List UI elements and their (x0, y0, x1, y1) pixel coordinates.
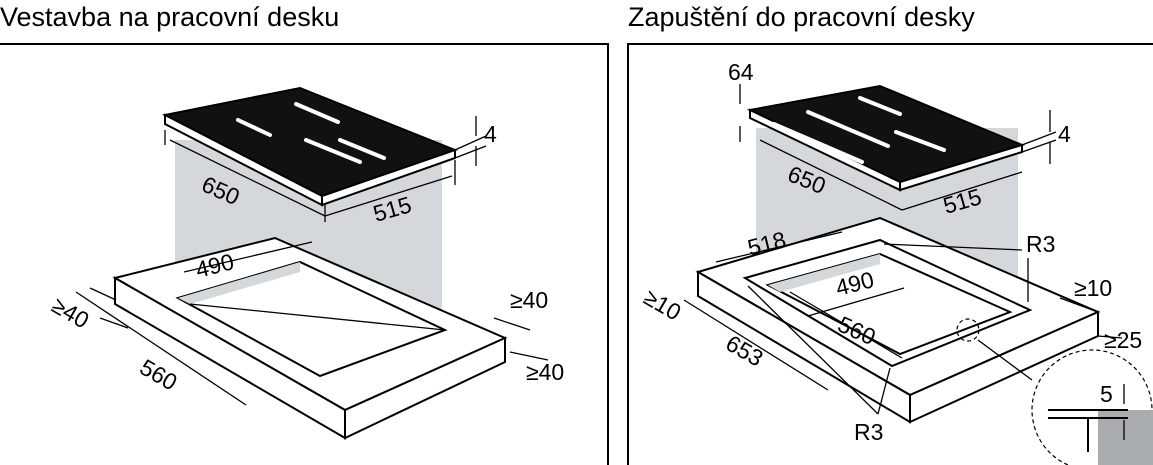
right-cutout-wall (768, 254, 880, 292)
cooking-zone-icon (894, 130, 946, 152)
dim-min-side-distance-top: ≥40 (510, 287, 548, 313)
dim-rebate-depth: 64 (728, 59, 754, 85)
left-cutout-wall (178, 262, 300, 304)
dim-line-650 (169, 139, 326, 217)
detail-countertop-section (1098, 410, 1153, 465)
dim-line-515-right (901, 171, 1023, 211)
dim-radius-top: R3 (1026, 231, 1055, 257)
heading-flush-mount: Zapuštění do pracovní desky (628, 2, 975, 32)
dim-line-653 (683, 299, 829, 391)
dim-detail-depth: 5 (1100, 381, 1113, 407)
heading-surface-mount: Vestavba na pracovní desku (0, 2, 340, 32)
dim-min-front-distance: ≥40 (48, 292, 94, 334)
dim-line-490 (183, 241, 313, 273)
dim-hob-thickness: 4 (484, 121, 497, 147)
cooking-zone-icon (236, 118, 272, 137)
dim-rebate-length: 653 (722, 330, 768, 372)
cooking-zone-icon (858, 96, 902, 116)
detail-marker-circle (956, 318, 980, 342)
cooking-zone-icon (338, 138, 386, 160)
leader-r3-top (883, 243, 1023, 251)
left-panel-frame (0, 43, 609, 465)
dim-cutout-length: 560 (136, 354, 182, 396)
cooking-zone-icon (806, 110, 890, 148)
cooking-zone-icon (772, 122, 864, 164)
right-drawing: 64 650 515 4 518 R3 490 560 ≥10 653 ≥10 … (640, 59, 1153, 465)
dim-hob-thickness-right: 4 (1058, 121, 1071, 147)
dim-line-490-right (807, 287, 905, 317)
left-countertop-side (344, 336, 506, 440)
leader-r3-bottom (747, 285, 879, 415)
dim-line-560 (75, 291, 247, 406)
dim-line-515 (324, 175, 453, 217)
dim-line-560-right (789, 291, 903, 359)
dim-min-front-distance-right: ≥10 (640, 284, 686, 326)
dim-min-side-distance-bottom: ≥40 (526, 359, 564, 385)
left-drawing: 650 515 4 490 560 ≥40 ≥40 ≥40 (48, 86, 564, 440)
dim-min-side-distance: ≥25 (1104, 327, 1142, 353)
dim-line-518 (715, 231, 843, 263)
cooking-zone-icon (294, 102, 340, 124)
cooking-zone-icon (304, 138, 362, 164)
dim-line-650-right (759, 139, 903, 211)
right-panel-frame (627, 43, 1153, 465)
dim-radius-bottom: R3 (854, 419, 883, 445)
dim-min-back-distance: ≥10 (1074, 275, 1112, 301)
